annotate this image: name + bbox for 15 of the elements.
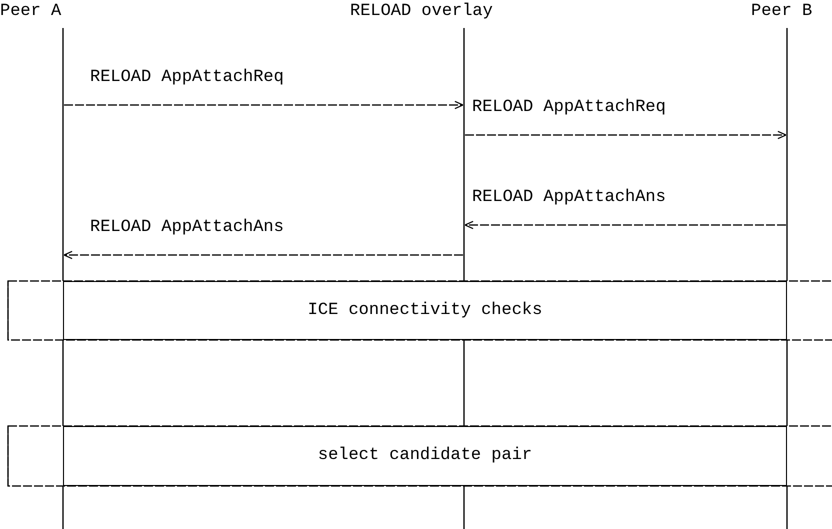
participant-label: Peer B	[751, 2, 812, 22]
participant-label: RELOAD overlay	[350, 2, 493, 22]
participant-label: Peer A	[0, 2, 62, 22]
activity-band	[63, 426, 787, 486]
band-label: ICE connectivity checks	[308, 300, 542, 320]
message-label: RELOAD AppAttachReq	[472, 98, 666, 118]
activity-band	[63, 281, 787, 340]
message-label: RELOAD AppAttachReq	[90, 68, 284, 88]
message-label: RELOAD AppAttachAns	[90, 218, 284, 238]
message-arrow	[64, 100, 464, 110]
message-label: RELOAD AppAttachAns	[472, 188, 666, 208]
message-arrow	[63, 250, 463, 260]
message-arrow	[464, 220, 786, 230]
band-label: select candidate pair	[318, 446, 532, 466]
message-arrow	[465, 130, 787, 140]
